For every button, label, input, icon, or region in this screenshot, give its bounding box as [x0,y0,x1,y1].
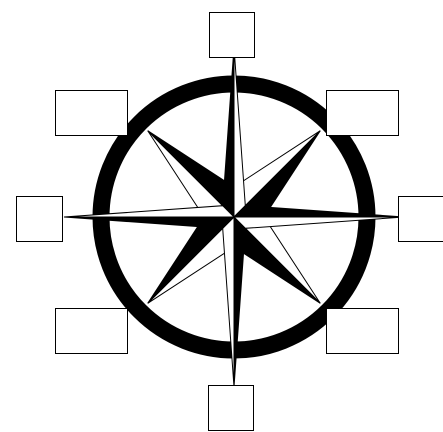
point-west-dark [64,217,234,228]
label-box-south[interactable] [208,385,254,431]
point-east-dark [234,206,404,217]
point-south-light [223,217,234,387]
label-box-west[interactable] [16,196,63,242]
label-box-north[interactable] [209,12,255,58]
point-southeast-dark [234,217,320,303]
point-northeast-dark [234,131,320,217]
label-box-east[interactable] [398,196,443,242]
point-west-light [64,206,234,217]
point-north-dark [223,47,234,217]
point-east-light [234,217,404,228]
point-southwest-dark [148,217,234,303]
label-box-southeast[interactable] [326,308,399,354]
label-box-northwest[interactable] [55,90,128,136]
label-box-southwest[interactable] [55,308,128,354]
point-south-dark [234,217,245,387]
label-box-northeast[interactable] [326,90,399,136]
point-northwest-dark [148,131,234,217]
point-north-light [234,47,245,217]
